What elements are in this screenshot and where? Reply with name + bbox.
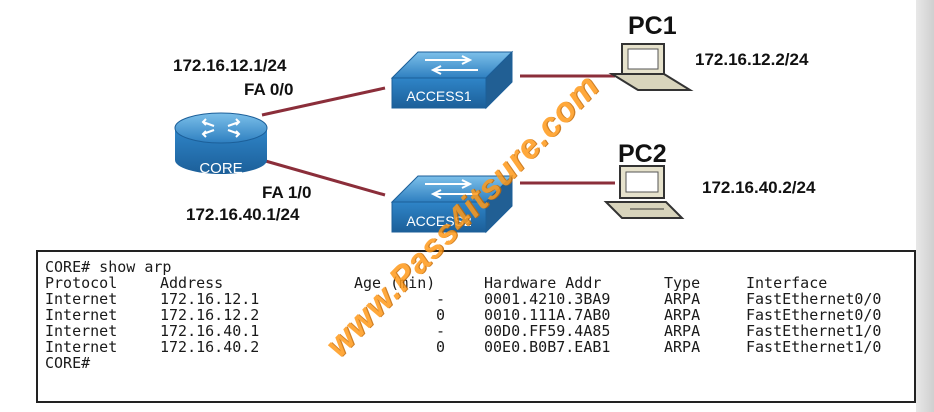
pc1-name-label: PC1: [628, 12, 677, 40]
row4-interface: FastEthernet1/0: [746, 338, 882, 356]
row4-address: 172.16.40.2: [160, 338, 260, 356]
header-age: Age (min): [354, 274, 436, 292]
pc2-ip-label: 172.16.40.2/24: [702, 178, 816, 197]
switch-access1-label: ACCESS1: [406, 88, 472, 104]
row2-interface: FastEthernet0/0: [746, 306, 882, 324]
row4-age: 0: [436, 338, 446, 356]
arp-console-output: CORE# show arp Protocol Address Age (min…: [36, 250, 916, 403]
switch-access2-label: ACCESS2: [406, 213, 472, 229]
header-protocol: Protocol: [45, 274, 118, 292]
row3-hardware-addr: 00D0.FF59.4A85: [484, 322, 611, 340]
core-fa10-ip-label: 172.16.40.1/24: [186, 205, 300, 224]
row2-address: 172.16.12.2: [160, 306, 260, 324]
row1-protocol: Internet: [45, 290, 118, 308]
core-fa10-interface-label: FA 1/0: [262, 183, 312, 202]
pc2-name-label: PC2: [618, 140, 667, 168]
row1-address: 172.16.12.1: [160, 290, 260, 308]
router-core-label: CORE: [199, 160, 242, 177]
row3-age: -: [436, 322, 446, 340]
network-topology-diagram: CORE ACCESS1 ACCESS2: [174, 43, 694, 234]
row3-type: ARPA: [664, 322, 701, 340]
row2-protocol: Internet: [45, 306, 118, 324]
row4-type: ARPA: [664, 338, 701, 356]
row3-protocol: Internet: [45, 322, 118, 340]
console-command: CORE# show arp: [45, 258, 172, 276]
row2-hardware-addr: 0010.111A.7AB0: [484, 306, 611, 324]
row4-protocol: Internet: [45, 338, 118, 356]
pc1-ip-label: 172.16.12.2/24: [695, 50, 809, 69]
core-fa00-interface-label: FA 0/0: [244, 80, 294, 99]
row2-age: 0: [436, 306, 446, 324]
router-core-icon: [174, 112, 268, 174]
row3-interface: FastEthernet1/0: [746, 322, 882, 340]
console-prompt: CORE#: [45, 354, 91, 372]
row2-type: ARPA: [664, 306, 701, 324]
switch-access1-icon: [390, 50, 514, 110]
pc1-laptop-icon: [608, 43, 694, 91]
row1-interface: FastEthernet0/0: [746, 290, 882, 308]
link-core-access1: [261, 86, 386, 117]
row3-address: 172.16.40.1: [160, 322, 260, 340]
right-edge-bar: [916, 0, 934, 412]
header-address: Address: [160, 274, 224, 292]
header-hardware-addr: Hardware Addr: [484, 274, 602, 292]
row1-age: -: [436, 290, 446, 308]
header-interface: Interface: [746, 274, 828, 292]
pc2-desktop-icon: [603, 165, 685, 219]
row1-type: ARPA: [664, 290, 701, 308]
header-type: Type: [664, 274, 701, 292]
row1-hardware-addr: 0001.4210.3BA9: [484, 290, 611, 308]
core-fa00-ip-label: 172.16.12.1/24: [173, 56, 287, 75]
link-core-access2: [261, 158, 386, 197]
row4-hardware-addr: 00E0.B0B7.EAB1: [484, 338, 611, 356]
switch-access2-icon: [390, 174, 514, 234]
